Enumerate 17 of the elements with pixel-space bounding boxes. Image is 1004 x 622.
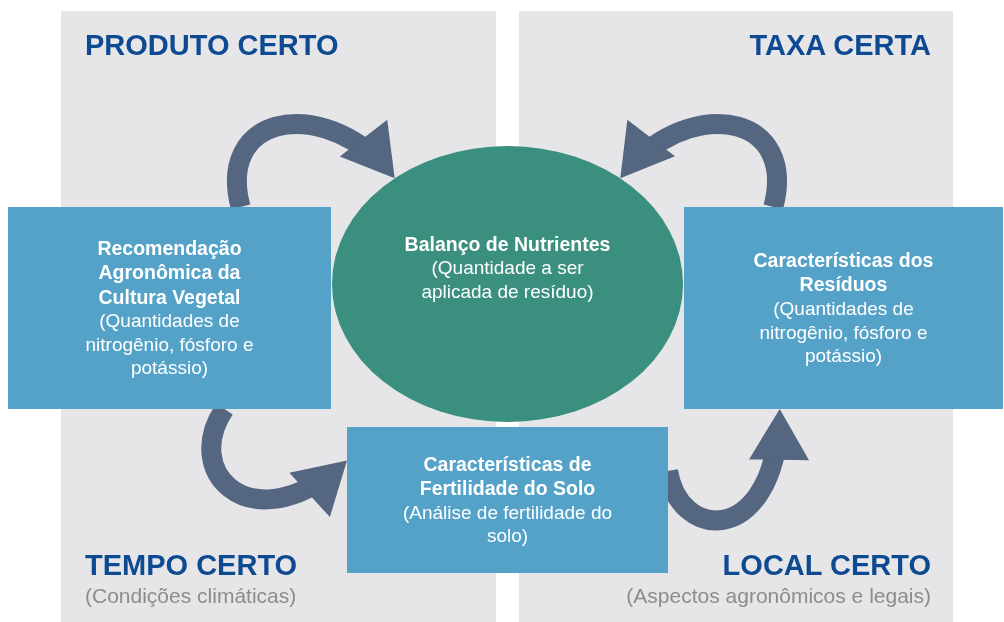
box-body: (Quantidades de nitrogênio, fósforo e potássio) xyxy=(84,308,255,381)
info-box xyxy=(347,427,668,573)
quadrant-heading: TAXA CERTA xyxy=(749,29,931,63)
box-body: (Quantidades de nitrogênio, fósforo e potássio) xyxy=(758,296,929,368)
quadrant-heading: LOCAL CERTO xyxy=(722,549,931,583)
box-heading: Recomendação Agronômica da Cultura Vegetal xyxy=(96,235,243,309)
box-body: (Análise de fertilidade do solo) xyxy=(401,500,614,549)
quadrant-heading: TEMPO CERTO xyxy=(85,549,298,583)
info-box xyxy=(8,207,331,409)
box-body: (Quantidade a ser aplicada de resíduo) xyxy=(420,256,595,304)
quadrant-subtitle: (Aspectos agronômicos e legais) xyxy=(626,582,931,608)
box-heading: Características dos Resíduos xyxy=(752,248,935,297)
info-box xyxy=(684,207,1003,409)
box-heading: Características de Fertilidade do Solo xyxy=(418,451,597,501)
quadrant-subtitle: (Condições climáticas) xyxy=(85,582,297,608)
box-heading: Balanço de Nutrientes xyxy=(404,232,611,257)
quadrant-heading: PRODUTO CERTO xyxy=(85,29,339,63)
